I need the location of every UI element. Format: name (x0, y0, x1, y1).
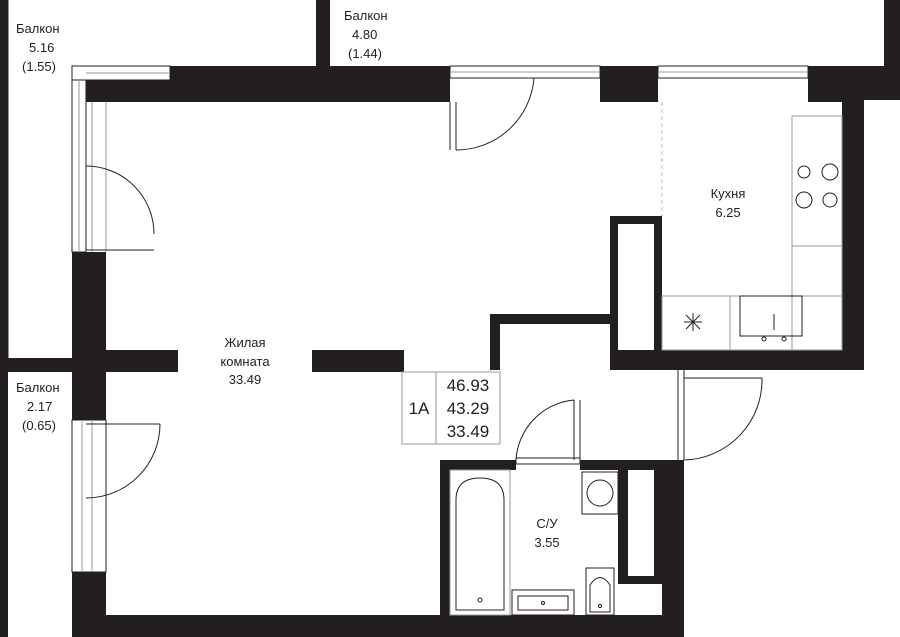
stove-icon (795, 163, 839, 209)
room-name: Балкон (16, 380, 60, 395)
room-area: 33.49 (229, 372, 262, 387)
inner-walls (106, 216, 684, 637)
room-name: Балкон (344, 8, 388, 23)
area-without-balconies: 43.29 (447, 399, 490, 418)
bathroom-label: С/У 3.55 (534, 516, 559, 550)
room-name-line2: комната (220, 354, 270, 369)
balcony-top-label: Балкон 4.80 (1.44) (344, 8, 388, 61)
balcony-left-bottom-outline (0, 358, 72, 637)
living-area: 33.49 (447, 422, 490, 441)
bathroom-sink-icon (511, 589, 575, 616)
windows (71, 65, 809, 573)
balcony-left-bottom-label: Балкон 2.17 (0.65) (16, 380, 60, 433)
balcony-left-top-label: Балкон 5.16 (1.55) (16, 21, 60, 74)
ventilation-icon (684, 313, 702, 331)
toilet-icon (585, 567, 615, 616)
total-area: 46.93 (447, 376, 490, 395)
kitchen-sink-icon (739, 295, 803, 342)
room-name: Балкон (16, 21, 60, 36)
bathtub-icon (449, 469, 511, 616)
room-area: 6.25 (715, 205, 740, 220)
room-area: 5.16 (29, 40, 54, 55)
room-name: Кухня (711, 186, 746, 201)
room-area: 4.80 (352, 27, 377, 42)
room-area: 3.55 (534, 535, 559, 550)
summary-values: 1А 46.93 43.29 33.49 (409, 376, 490, 441)
room-area-coef: (0.65) (22, 418, 56, 433)
outer-walls (72, 66, 864, 637)
room-name: С/У (536, 516, 558, 531)
area-summary-table (401, 371, 501, 445)
kitchen-label: Кухня 6.25 (711, 186, 746, 220)
bathroom-fixtures (449, 469, 619, 616)
kitchen-fixtures (661, 115, 843, 351)
balcony-left-top-outline (0, 0, 9, 360)
room-area-coef: (1.55) (22, 59, 56, 74)
room-area: 2.17 (27, 399, 52, 414)
doors (85, 77, 763, 499)
room-area-coef: (1.44) (348, 46, 382, 61)
room-name-line1: Жилая (224, 335, 265, 350)
apartment-type: 1А (409, 399, 430, 418)
washing-machine-icon (581, 471, 619, 515)
living-room-label: Жилая комната 33.49 (220, 335, 270, 387)
